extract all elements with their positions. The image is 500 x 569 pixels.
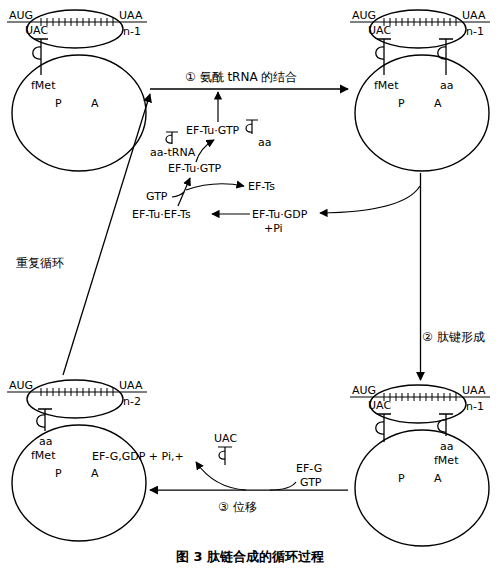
factor-label: UAC	[214, 432, 237, 445]
cycle-arrow	[420, 173, 421, 380]
factor-label: +Pi	[264, 222, 283, 235]
factor-label: GTP	[300, 476, 321, 489]
node-text: AUG	[352, 9, 376, 22]
mrna-group	[7, 388, 147, 431]
node-text: UAC	[368, 24, 391, 37]
factor-arrow	[320, 186, 420, 213]
node-text: fMet	[374, 79, 398, 92]
factor-label: EF-Tu·GDP	[252, 208, 307, 221]
ribosome: AUG UAA UAC n-1 fMetP A	[5, 5, 150, 173]
factor-arrow	[178, 178, 190, 206]
codon-ticks	[384, 393, 456, 401]
factor-arrow	[212, 213, 250, 214]
node-text: UAC	[25, 24, 48, 37]
factor-label: EF-G,GDP + Pi,+	[92, 450, 184, 463]
node-text: A	[434, 97, 442, 110]
node-text: AUG	[9, 379, 33, 392]
factor-label: EF-Tu·GTP	[168, 162, 221, 175]
cycle-arrow	[150, 88, 348, 89]
node-text: aa	[440, 79, 453, 92]
step-label: ③ 位移	[218, 500, 257, 514]
node-text: UAA	[462, 384, 485, 397]
codon-ticks	[384, 18, 456, 26]
node-text: UAA	[119, 9, 142, 22]
factor-label: aa	[258, 136, 271, 149]
mrna-strand	[350, 21, 490, 22]
node-text: UAA	[119, 379, 142, 392]
cycle-arrow	[63, 94, 150, 375]
codon-ticks	[41, 18, 113, 26]
mrna-strand	[7, 391, 147, 392]
trna-symbol	[246, 120, 258, 134]
factor-label: GTP	[146, 190, 167, 203]
figure-caption: 图 3 肽链合成的循环过程	[0, 549, 500, 565]
node-text: aa	[440, 440, 453, 453]
mrna-group	[350, 18, 490, 75]
factor-arrow	[186, 184, 244, 190]
cycle-arrow	[150, 489, 348, 490]
large-subunit	[355, 430, 489, 546]
node-text: UAA	[462, 9, 485, 22]
factor-label: EF-Ts	[248, 180, 275, 193]
trna-symbol	[438, 39, 453, 75]
node-text: P	[398, 97, 405, 110]
mrna-strand	[7, 21, 147, 22]
trna-symbol	[438, 414, 453, 436]
node-text: A	[91, 467, 99, 480]
factor-arrow	[196, 140, 214, 162]
trna-symbol	[33, 39, 48, 75]
large-subunit	[355, 55, 489, 171]
node-text: P	[55, 467, 62, 480]
node-text: n-1	[466, 25, 484, 38]
mrna-group	[7, 18, 147, 75]
large-subunit	[12, 425, 146, 541]
node-text: A	[91, 97, 99, 110]
node-text: n-2	[123, 395, 141, 408]
node-text: n-1	[123, 25, 141, 38]
factor-label: aa-tRNA	[150, 146, 195, 159]
small-subunit	[27, 380, 123, 418]
step-label: ② 肽键形成	[422, 330, 485, 344]
factor-label: EF-Tu·GTP	[186, 124, 239, 137]
mrna-group	[350, 393, 490, 442]
factor-arrow	[196, 462, 246, 490]
node-text: fMet	[31, 449, 55, 462]
ribosome: AUG UAA UAC n-1 fMet aaP A	[348, 5, 493, 173]
trna-symbol	[376, 39, 391, 75]
factor-line	[172, 192, 184, 197]
trna-symbol	[166, 132, 178, 144]
node-text: P	[55, 97, 62, 110]
entry-arrow	[217, 92, 218, 122]
codon-ticks	[41, 388, 113, 396]
node-text: fMet	[434, 454, 458, 467]
node-text: aa	[39, 435, 52, 448]
node-text: UAC	[368, 399, 391, 412]
trna-symbol	[376, 414, 391, 442]
step-label: ① 氨酰 tRNA 的结合	[185, 70, 297, 84]
ribosome: AUG UAA UAC n-1 aafMetP A	[348, 380, 493, 548]
node-text: AUG	[9, 9, 33, 22]
node-text: fMet	[31, 79, 55, 92]
trna-symbol	[37, 409, 52, 431]
factor-line	[270, 482, 296, 490]
node-text: n-1	[466, 400, 484, 413]
trna-symbol	[218, 447, 232, 465]
node-text: A	[434, 472, 442, 485]
factor-label: EF-G	[296, 462, 322, 475]
factor-label: EF-Tu·EF-Ts	[132, 208, 191, 221]
mrna-strand	[350, 396, 490, 397]
node-text: AUG	[352, 384, 376, 397]
large-subunit	[12, 55, 146, 171]
step-label: 重复循环	[16, 256, 64, 270]
node-text: P	[398, 472, 405, 485]
